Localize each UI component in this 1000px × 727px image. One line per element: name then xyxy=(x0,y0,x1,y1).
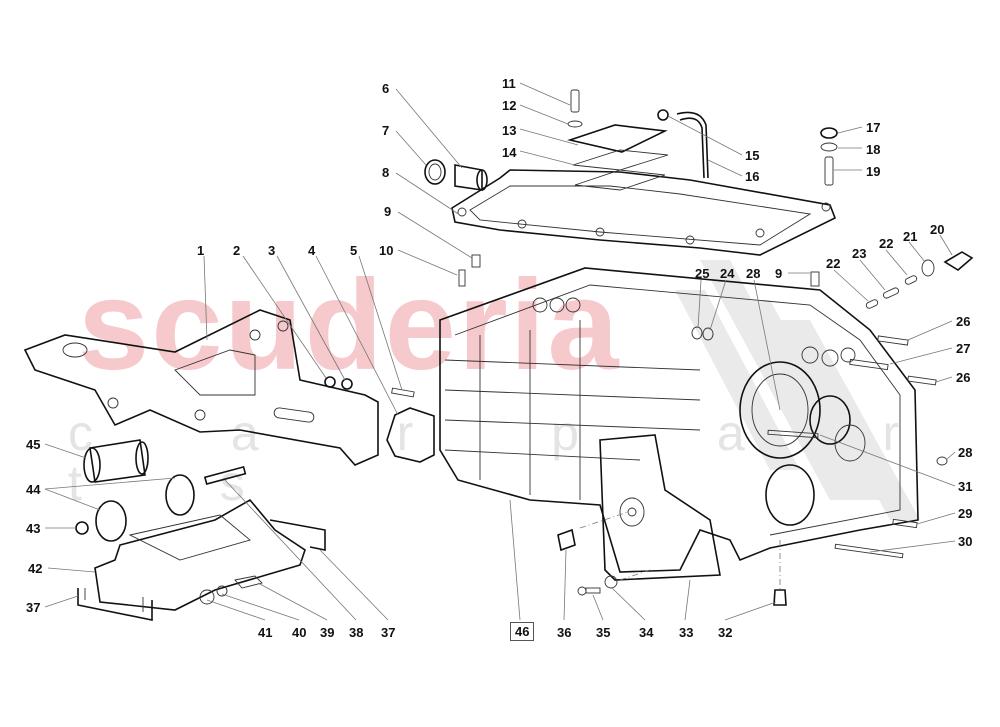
callout-7[interactable]: 7 xyxy=(382,123,390,138)
callout-30[interactable]: 30 xyxy=(958,534,973,549)
gearbox-housing-part-46 xyxy=(439,267,919,573)
callout-23[interactable]: 23 xyxy=(852,246,867,261)
callout-27[interactable]: 27 xyxy=(956,341,971,356)
watermark-scuderia: scuderia xyxy=(78,254,621,397)
callout-38[interactable]: 38 xyxy=(349,625,364,640)
callout-13[interactable]: 13 xyxy=(502,123,517,138)
callout-18[interactable]: 18 xyxy=(866,142,881,157)
callout-22-lower[interactable]: 22 xyxy=(826,256,841,271)
bush-part-6 xyxy=(454,164,488,191)
callout-16[interactable]: 16 xyxy=(745,169,760,184)
bracket-part-1 xyxy=(23,309,379,466)
callout-6[interactable]: 6 xyxy=(382,81,390,96)
callout-9-lower[interactable]: 9 xyxy=(775,266,783,281)
callout-17[interactable]: 17 xyxy=(866,120,881,135)
callout-10[interactable]: 10 xyxy=(379,243,394,258)
callout-24[interactable]: 24 xyxy=(720,266,735,281)
callout-28-upper[interactable]: 28 xyxy=(746,266,761,281)
top-cover-part-8 xyxy=(451,169,837,256)
callout-45[interactable]: 45 xyxy=(26,437,41,452)
callout-34[interactable]: 34 xyxy=(639,625,654,640)
callout-20[interactable]: 20 xyxy=(930,222,945,237)
breather-hose-part-16 xyxy=(657,109,709,179)
rubber-mounts-part-44 xyxy=(95,474,195,542)
callout-26-lower[interactable]: 26 xyxy=(956,370,971,385)
callout-9-upper[interactable]: 9 xyxy=(384,204,392,219)
callout-1[interactable]: 1 xyxy=(197,243,205,258)
callout-29[interactable]: 29 xyxy=(958,506,973,521)
callout-42[interactable]: 42 xyxy=(28,561,43,576)
callout-25[interactable]: 25 xyxy=(695,266,710,281)
callout-43[interactable]: 43 xyxy=(26,521,41,536)
seal-part-7 xyxy=(424,159,446,185)
flag-watermark xyxy=(675,260,920,520)
callout-22-upper[interactable]: 22 xyxy=(879,236,894,251)
nut-washer-stud-17-19 xyxy=(820,127,838,186)
callout-3[interactable]: 3 xyxy=(268,243,276,258)
callout-2[interactable]: 2 xyxy=(233,243,241,258)
rubber-mount-part-45 xyxy=(83,439,149,483)
bolt-and-pins-20-23 xyxy=(865,251,974,309)
callout-41[interactable]: 41 xyxy=(258,625,273,640)
leader-lines xyxy=(44,82,956,621)
callout-32[interactable]: 32 xyxy=(718,625,733,640)
callout-12[interactable]: 12 xyxy=(502,98,517,113)
callout-31[interactable]: 31 xyxy=(958,479,973,494)
washers-plate-2-5 xyxy=(324,376,435,463)
studs-26-31 xyxy=(458,254,948,559)
callout-37-right[interactable]: 37 xyxy=(381,625,396,640)
callout-4[interactable]: 4 xyxy=(308,243,316,258)
callout-26-upper[interactable]: 26 xyxy=(956,314,971,329)
callout-36[interactable]: 36 xyxy=(557,625,572,640)
callout-14[interactable]: 14 xyxy=(502,145,517,160)
callout-37-left[interactable]: 37 xyxy=(26,600,41,615)
callout-5[interactable]: 5 xyxy=(350,243,358,258)
callout-19[interactable]: 19 xyxy=(866,164,881,179)
axis-dashed-lines xyxy=(579,511,781,590)
shim-plate-part-37-right xyxy=(269,519,326,551)
callout-46-assembly[interactable]: 46 xyxy=(510,622,535,641)
callout-11[interactable]: 11 xyxy=(502,76,516,91)
callout-33[interactable]: 33 xyxy=(679,625,694,640)
callout-39[interactable]: 39 xyxy=(320,625,335,640)
nut-part-43 xyxy=(75,521,89,535)
callout-21[interactable]: 21 xyxy=(903,229,918,244)
small-parts-32-36 xyxy=(557,528,787,606)
oil-pan-cover-part-33 xyxy=(599,434,721,581)
callout-35[interactable]: 35 xyxy=(596,625,611,640)
callout-15[interactable]: 15 xyxy=(745,148,760,163)
callout-44[interactable]: 44 xyxy=(26,482,41,497)
mount-base-part-42 xyxy=(94,465,306,611)
callout-8[interactable]: 8 xyxy=(382,165,390,180)
callout-40[interactable]: 40 xyxy=(292,625,307,640)
shim-plate-part-37-left xyxy=(77,588,153,621)
callout-28-lower[interactable]: 28 xyxy=(958,445,973,460)
